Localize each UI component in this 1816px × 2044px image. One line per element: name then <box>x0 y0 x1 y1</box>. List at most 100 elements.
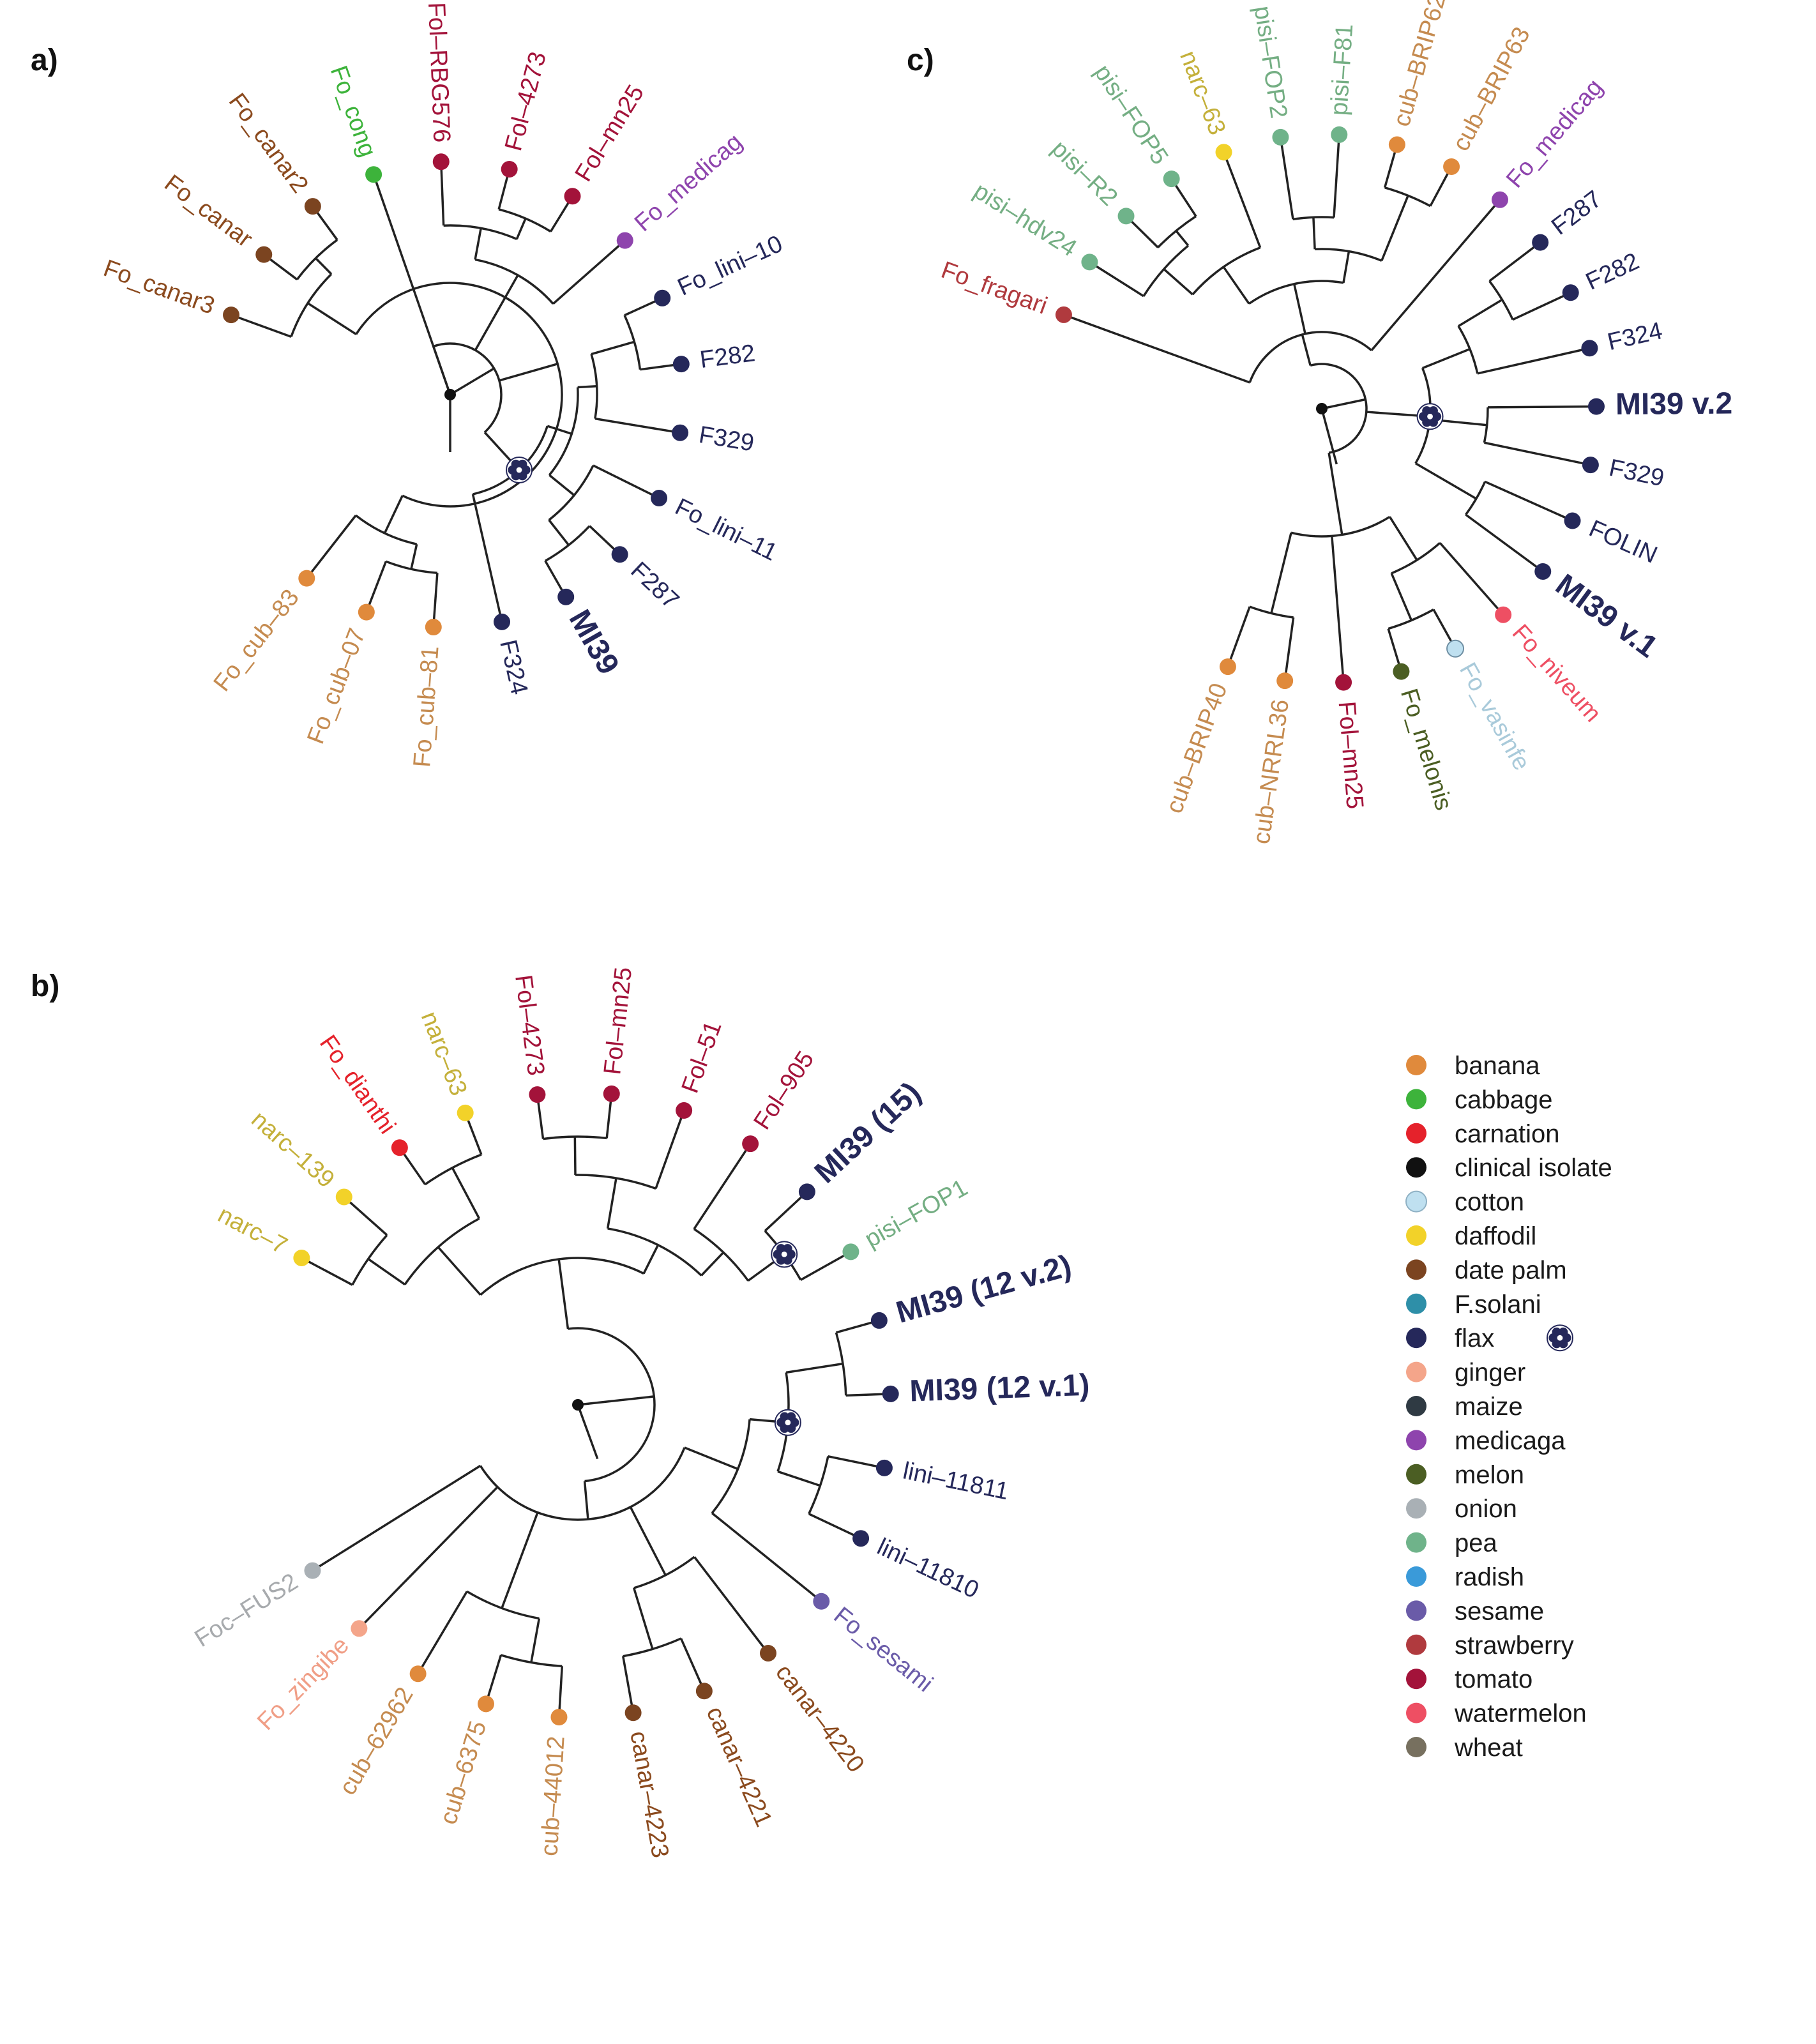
tip-dot <box>813 1593 830 1610</box>
tip-dot <box>672 356 690 373</box>
tip-dot <box>1564 512 1581 529</box>
root-stem <box>577 1404 599 1460</box>
tip-dot <box>1272 128 1289 146</box>
branch-radial <box>1370 199 1501 351</box>
tip-dot <box>1495 606 1512 623</box>
tip-label: pisi–FOP5 <box>1089 60 1173 169</box>
branch-radial <box>800 1250 852 1281</box>
tip-dot <box>1446 639 1465 658</box>
branch-radial <box>365 561 388 613</box>
legend-swatch <box>1406 1293 1426 1314</box>
tip-label: F329 <box>697 421 756 457</box>
tip-dot <box>529 1086 546 1103</box>
tip-dot <box>798 1183 815 1200</box>
tip-label: Fo_medicag <box>630 128 748 237</box>
tip-label: pisi–hdv24 <box>969 178 1081 262</box>
legend-item: cotton <box>1405 1188 1524 1216</box>
branch-arc <box>1488 280 1514 321</box>
branch-radial <box>1279 137 1294 220</box>
tip-label: MI39 v.1 <box>1549 568 1663 664</box>
tip-label: cub–62962 <box>334 1683 418 1799</box>
legend-label: strawberry <box>1455 1631 1574 1660</box>
branch-arc <box>568 1327 656 1483</box>
branch-radial <box>1484 480 1573 522</box>
tree-branches-c <box>1063 134 1597 683</box>
branch-radial <box>594 417 681 434</box>
branch-radial <box>450 367 495 396</box>
tip-dot <box>1163 170 1180 188</box>
legend-label: pea <box>1455 1529 1497 1557</box>
branch-radial <box>485 1654 503 1704</box>
branch-arc <box>1192 246 1261 296</box>
legend-item: ginger <box>1406 1359 1525 1387</box>
tip-label: Fo_niveum <box>1507 619 1607 727</box>
tip-dot <box>616 232 633 249</box>
tip-label: Fo_zingibe <box>252 1632 354 1736</box>
branch-radial <box>307 302 357 335</box>
legend-swatch <box>1406 1498 1426 1519</box>
legend-swatch <box>1405 1190 1427 1213</box>
tip-dot <box>1581 340 1598 357</box>
legend-swatch <box>1406 1396 1426 1416</box>
branch-radial <box>808 1513 861 1540</box>
branch-arc <box>351 1234 388 1286</box>
tip-dot <box>603 1085 620 1102</box>
tip-dot <box>1219 658 1236 676</box>
branch-radial <box>1415 462 1477 500</box>
flax-clade-flower-icon <box>774 1409 801 1436</box>
branch-radial <box>552 239 626 305</box>
tip-label: Fol–4273 <box>500 49 552 154</box>
branch-radial <box>1222 266 1250 305</box>
legend-item: carnation <box>1406 1120 1560 1148</box>
tip-label: Fol–905 <box>748 1047 819 1135</box>
root-stem <box>1320 408 1338 465</box>
branch-arc <box>443 224 517 240</box>
tip-dot <box>1492 191 1509 208</box>
branch-radial <box>1063 314 1250 384</box>
legend-item: date palm <box>1406 1256 1567 1284</box>
tip-label: Fo_cub–07 <box>302 625 371 748</box>
branch-arc <box>711 1419 751 1514</box>
branch-radial <box>629 1506 667 1576</box>
legend-item: flax <box>1406 1324 1573 1352</box>
branch-radial <box>1422 348 1471 370</box>
branch-radial <box>501 1511 539 1609</box>
branch-arc <box>808 1456 829 1515</box>
legend-item: F.solani <box>1406 1291 1541 1319</box>
branch-radial <box>315 257 333 275</box>
tip-label: pisi–FOP2 <box>1248 4 1292 120</box>
root-node <box>572 1399 584 1411</box>
branch-radial <box>1175 230 1190 246</box>
branch-radial <box>471 494 503 623</box>
branch-arc <box>623 315 642 370</box>
tip-label: pisi–R2 <box>1046 135 1123 211</box>
branch-arc <box>623 1637 682 1658</box>
branch-radial <box>1163 268 1193 296</box>
branch-radial <box>358 1486 499 1630</box>
branch-radial <box>474 319 494 351</box>
branch-arc <box>355 282 563 508</box>
branch-radial <box>711 1512 822 1603</box>
tip-label: Fol–mn25 <box>1333 700 1368 810</box>
branch-radial <box>305 515 357 579</box>
tip-label: Fo_vasinfe <box>1454 658 1535 775</box>
tip-dot <box>875 1459 893 1476</box>
branch-radial <box>557 1666 564 1718</box>
legend-label: cabbage <box>1455 1086 1552 1114</box>
tip-dot <box>477 1695 494 1713</box>
tip-label: Fo_melonis <box>1395 686 1457 814</box>
legend-item: clinical isolate <box>1406 1154 1612 1182</box>
tip-dot <box>870 1312 888 1329</box>
tip-dot <box>842 1243 859 1260</box>
legend-item: radish <box>1406 1563 1524 1591</box>
tip-label: F329 <box>1607 455 1666 492</box>
branch-radial <box>764 1191 808 1232</box>
branch-radial <box>583 1481 589 1520</box>
legend-swatch <box>1406 1259 1426 1280</box>
tree-branches-b <box>301 1093 891 1718</box>
branch-radial <box>1458 298 1503 328</box>
tip-label: F282 <box>1582 248 1643 296</box>
branch-arc <box>1142 245 1190 297</box>
